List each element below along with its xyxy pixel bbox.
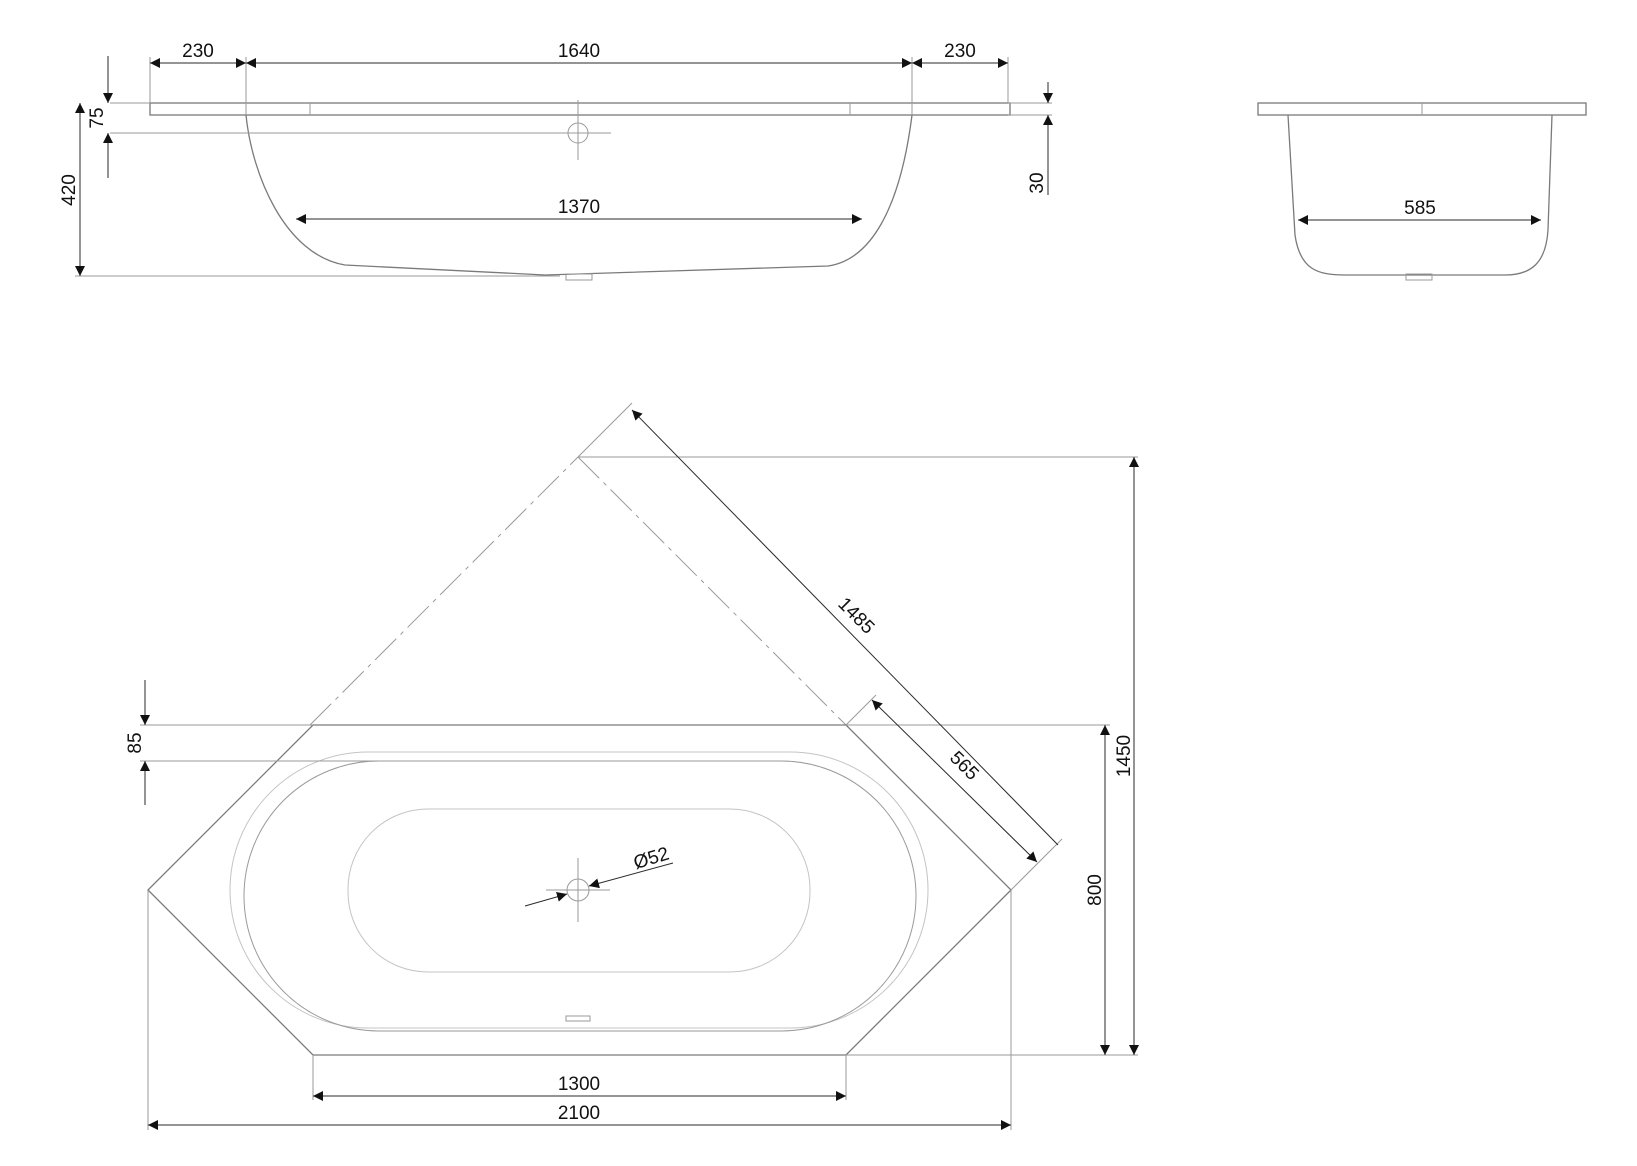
dim-plan-total: 2100: [558, 1103, 600, 1124]
dim-rim-height: 75: [87, 107, 108, 128]
plan-basin-floor: [347, 808, 811, 973]
dim-overhang-left: 230: [182, 41, 214, 62]
dim-overhang-right: 230: [944, 41, 976, 62]
side-view: 230 1640 230 75 420 30 1370: [59, 41, 1053, 281]
dim-end-width: 585: [1404, 198, 1436, 219]
plan-inner-rim: [229, 751, 929, 1029]
dim-plan-rim: 85: [125, 732, 146, 753]
dim-drain: Ø52: [631, 843, 671, 874]
dim-total-height: 420: [59, 174, 80, 206]
dim-bottom-length: 1370: [558, 197, 600, 218]
dim-plan-side: 565: [945, 747, 982, 784]
dim-plan-diagonal: 1485: [834, 594, 879, 639]
dim-top-length: 1640: [558, 41, 600, 62]
end-view-basin: [1287, 114, 1553, 276]
dim-plan-width: 800: [1085, 874, 1106, 906]
plan-rim-edge: [243, 760, 917, 1032]
dim-plan-depth: 1450: [1114, 735, 1135, 777]
side-view-rim: [149, 102, 1011, 116]
side-view-basin: [245, 114, 913, 276]
plan-view: Ø52 85 1450 800 1485 565 1300: [125, 402, 1139, 1130]
dim-right-rim: 30: [1027, 172, 1048, 193]
end-view: 585: [1257, 102, 1587, 281]
dim-plan-front: 1300: [558, 1074, 600, 1095]
